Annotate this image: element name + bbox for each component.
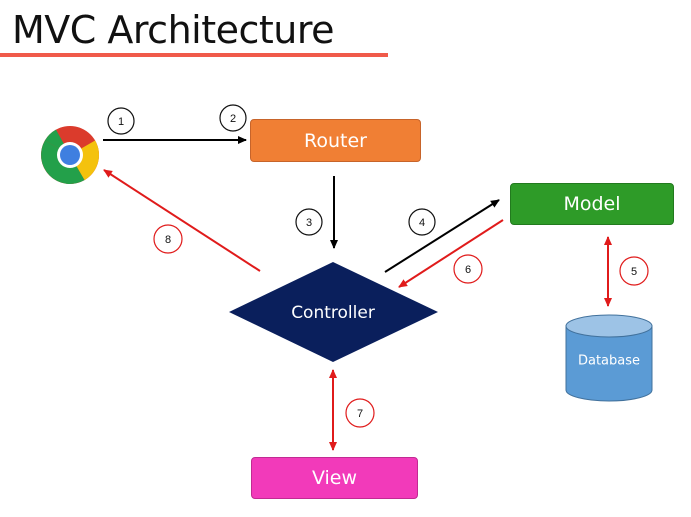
title-underline [0,53,388,57]
router-node: Router [250,119,421,162]
page-title: MVC Architecture [12,8,335,52]
router-label: Router [304,129,367,152]
arrow-controller-to-browser [103,169,261,272]
model-label: Model [563,193,621,215]
step-2-badge: 2 [219,104,247,132]
svg-text:1: 1 [118,116,124,128]
model-node: Model [510,183,674,225]
view-label: View [311,467,358,489]
database-node: Database [565,314,653,402]
step-3-badge: 3 [295,208,323,236]
step-1-badge: 1 [107,107,135,135]
svg-text:8: 8 [165,234,171,246]
arrow-controller-to-model [384,199,500,273]
step-7-badge: 7 [345,398,375,428]
view-node: View [251,457,418,499]
step-4-badge: 4 [408,208,436,236]
controller-node: Controller [229,262,438,362]
chrome-browser-icon [41,126,99,184]
arrow-model-to-controller [398,219,504,288]
step-8-badge: 8 [153,224,183,254]
controller-label: Controller [291,303,375,323]
svg-text:2: 2 [230,113,236,125]
svg-text:7: 7 [357,408,363,420]
database-label: Database [578,354,640,369]
svg-text:5: 5 [631,266,637,278]
step-5-badge: 5 [619,256,649,286]
svg-text:3: 3 [306,217,312,229]
step-6-badge: 6 [453,254,483,284]
svg-text:4: 4 [419,217,425,229]
svg-text:6: 6 [465,264,471,276]
